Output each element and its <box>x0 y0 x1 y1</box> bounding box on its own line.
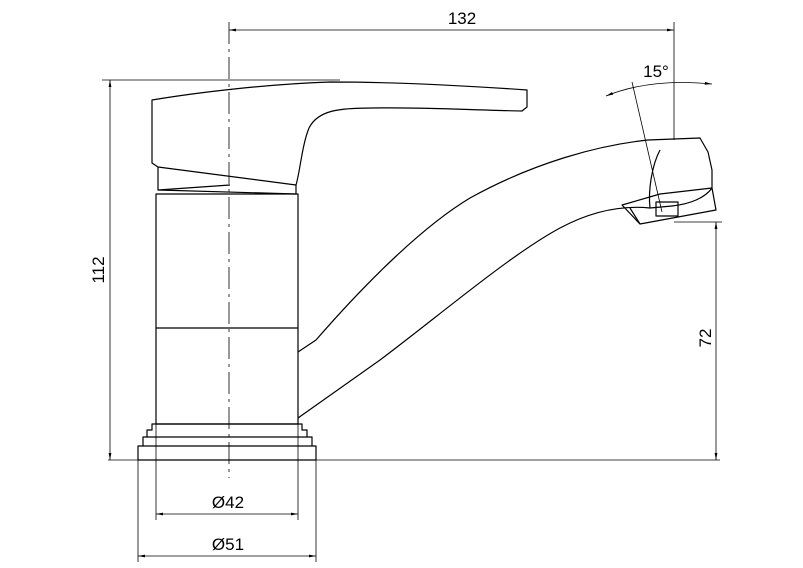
dim-label-112: 112 <box>89 256 108 283</box>
body-cylinder <box>155 193 299 425</box>
dim-spout-height: 72 <box>674 221 722 460</box>
dim-label-72: 72 <box>696 329 715 348</box>
dim-label-132: 132 <box>448 9 476 28</box>
aerator-edge <box>629 207 641 225</box>
spout <box>297 137 713 419</box>
angle-ext-line <box>631 81 663 213</box>
dim-inner-diameter: Ø42 <box>155 424 299 520</box>
base-ring <box>137 423 317 461</box>
cap-edge <box>157 184 231 191</box>
dim-base-diameter: Ø51 <box>137 460 317 562</box>
lever-handle <box>151 81 528 186</box>
cartridge-cap <box>157 167 297 195</box>
angle-arc <box>605 81 713 97</box>
aerator <box>621 187 717 225</box>
faucet-outline <box>137 81 717 461</box>
dim-overall-length: 132 <box>229 9 675 140</box>
dim-label-42: Ø42 <box>212 493 244 512</box>
dim-spout-angle: 15° <box>605 62 713 213</box>
spout-tip-detail <box>648 149 661 209</box>
dim-label-51: Ø51 <box>212 535 244 554</box>
dim-overall-height: 112 <box>89 79 340 460</box>
dim-label-angle: 15° <box>643 62 669 81</box>
aerator-nozzle <box>655 201 679 217</box>
